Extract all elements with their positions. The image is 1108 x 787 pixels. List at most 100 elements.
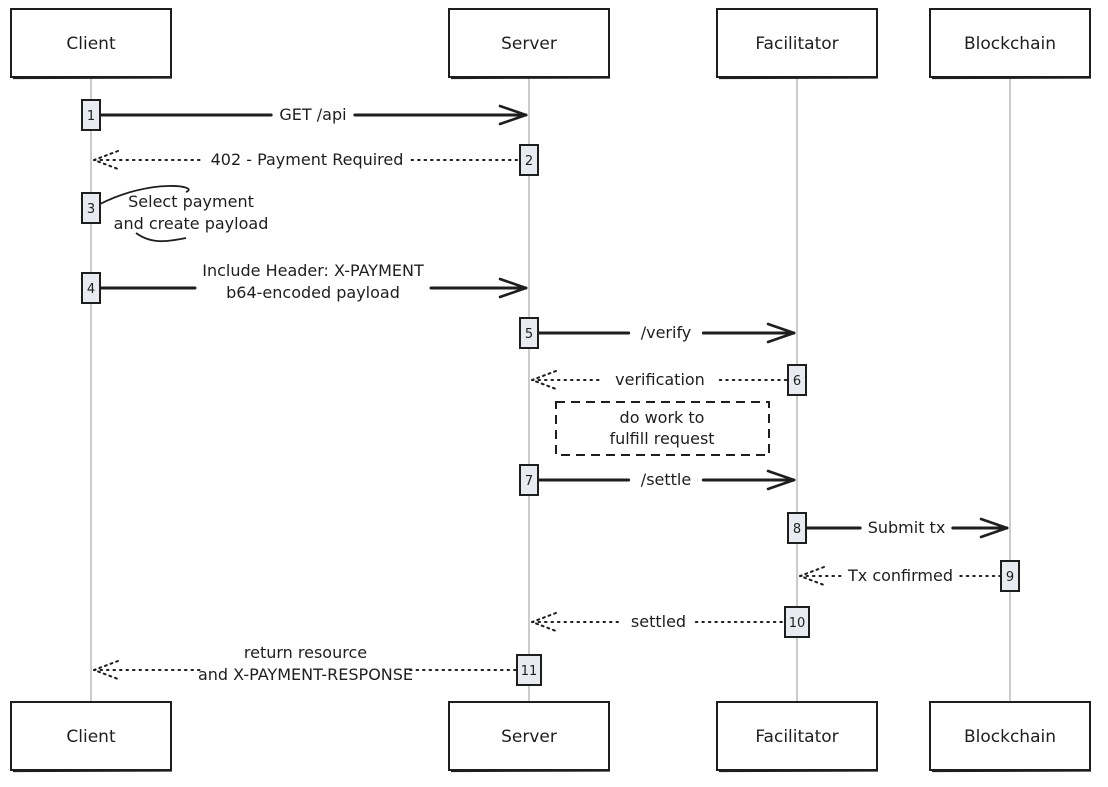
note-line-1: do work to <box>620 408 705 427</box>
actor-box-sketch-line <box>12 770 173 773</box>
message-label-4-1: Include Header: X-PAYMENT <box>202 261 424 280</box>
actor-label: Blockchain <box>964 727 1056 747</box>
step-box-1 <box>81 99 101 131</box>
actor-box-sketch-line <box>931 770 1092 773</box>
step-4: Include Header: X-PAYMENT b64-encoded pay… <box>81 261 528 304</box>
step-number-7: 7 <box>525 474 533 489</box>
message-label-3-1: Select payment <box>128 192 254 211</box>
actor-box <box>10 8 172 78</box>
message-label-8: Submit tx <box>868 518 946 537</box>
arrowhead-11 <box>93 660 119 680</box>
arrowhead-8 <box>979 517 1009 539</box>
step-9: Tx confirmed 9 <box>799 560 1020 592</box>
self-loop-arc <box>135 232 187 243</box>
actor-server-top: Server <box>448 8 611 80</box>
message-label-9: Tx confirmed <box>847 566 953 585</box>
step-3: Select payment and create payload 3 <box>81 185 269 243</box>
step-number-6: 6 <box>793 374 801 389</box>
step-box-9 <box>1000 560 1020 592</box>
step-11: return resource and X-PAYMENT-RESPONSE 11 <box>93 643 542 686</box>
step-5: /verify 5 <box>519 317 796 349</box>
step-6: verification 6 <box>531 364 807 396</box>
arrowhead-10 <box>531 612 557 632</box>
actor-box <box>448 8 610 78</box>
actor-blockchain-bottom: Blockchain <box>929 701 1092 773</box>
message-label-5: /verify <box>641 323 692 342</box>
step-box-3 <box>81 192 101 224</box>
actor-client-bottom: Client <box>10 701 173 773</box>
actor-label: Server <box>501 727 557 747</box>
message-label-1: GET /api <box>279 105 346 124</box>
note-box <box>555 401 770 456</box>
step-8: Submit tx 8 <box>787 512 1009 544</box>
message-label-6: verification <box>615 370 705 389</box>
step-box-10 <box>784 606 810 638</box>
actor-label: Blockchain <box>964 34 1056 54</box>
actor-blockchain-top: Blockchain <box>929 8 1092 80</box>
actor-box-sketch-line <box>450 770 611 773</box>
note-do-work: do work to fulfill request <box>555 401 770 456</box>
self-loop-arc <box>99 185 190 205</box>
arrowhead-7 <box>766 469 796 491</box>
step-number-4: 4 <box>87 282 95 297</box>
step-box-11 <box>516 654 542 686</box>
message-label-3-2: and create payload <box>114 214 269 233</box>
arrowhead-1 <box>498 104 528 126</box>
step-1: GET /api 1 <box>81 99 528 131</box>
actor-client-top: Client <box>10 8 173 80</box>
step-10: settled 10 <box>531 606 810 638</box>
actor-box <box>716 701 878 771</box>
step-7: /settle 7 <box>519 464 796 496</box>
actor-box <box>929 701 1091 771</box>
actor-label: Facilitator <box>755 34 838 54</box>
arrowhead-5 <box>766 322 796 344</box>
message-label-4-2: b64-encoded payload <box>226 283 400 302</box>
step-number-5: 5 <box>525 327 533 342</box>
actor-row-top: Client Server Facilitator Blockchain <box>10 8 1092 80</box>
step-number-1: 1 <box>87 109 95 124</box>
actor-server-bottom: Server <box>448 701 611 773</box>
actor-box <box>10 701 172 771</box>
message-label-7: /settle <box>641 470 691 489</box>
arrowhead-4 <box>498 277 528 299</box>
actor-box-sketch-line <box>718 77 879 80</box>
step-number-2: 2 <box>525 154 533 169</box>
step-number-8: 8 <box>793 522 801 537</box>
actor-box <box>929 8 1091 78</box>
lifelines <box>90 77 1011 702</box>
step-number-9: 9 <box>1006 570 1014 585</box>
actor-facilitator-top: Facilitator <box>716 8 879 80</box>
actor-box-sketch-line <box>12 77 173 80</box>
actor-box-sketch-line <box>931 77 1092 80</box>
arrowhead-2 <box>93 150 119 170</box>
actor-label: Client <box>66 34 116 54</box>
note-line-2: fulfill request <box>609 429 714 448</box>
step-box-5 <box>519 317 539 349</box>
actor-label: Facilitator <box>755 727 838 747</box>
step-box-4 <box>81 272 101 304</box>
step-box-2 <box>519 144 539 176</box>
actor-box-sketch-line <box>450 77 611 80</box>
step-number-10: 10 <box>789 616 806 631</box>
actor-label: Server <box>501 34 557 54</box>
actor-row-bottom: Client Server Facilitator Blockchain <box>10 701 1092 773</box>
actor-box <box>448 701 610 771</box>
step-box-7 <box>519 464 539 496</box>
step-2: 402 - Payment Required 2 <box>93 144 539 176</box>
actor-box <box>716 8 878 78</box>
actor-facilitator-bottom: Facilitator <box>716 701 879 773</box>
step-box-8 <box>787 512 807 544</box>
message-label-11-1: return resource <box>244 643 367 662</box>
message-label-10: settled <box>631 612 686 631</box>
arrowhead-6 <box>531 370 557 390</box>
message-label-2: 402 - Payment Required <box>211 150 404 169</box>
message-label-11-2: and X-PAYMENT-RESPONSE <box>198 665 413 684</box>
actor-label: Client <box>66 727 116 747</box>
step-box-6 <box>787 364 807 396</box>
step-number-3: 3 <box>87 202 95 217</box>
arrowhead-9 <box>799 566 825 586</box>
step-number-11: 11 <box>521 664 538 679</box>
actor-box-sketch-line <box>718 770 879 773</box>
